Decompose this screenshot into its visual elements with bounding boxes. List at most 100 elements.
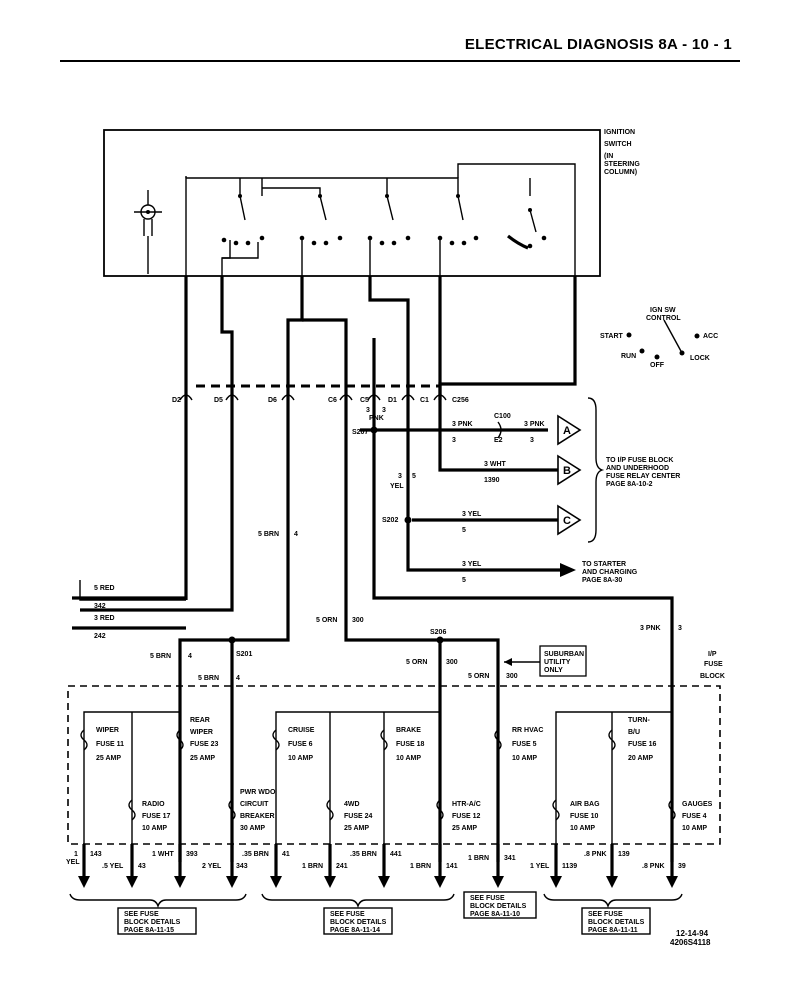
ign-control-run: RUN: [621, 353, 636, 360]
s207-label: S207: [352, 429, 368, 436]
e2-label: E2: [494, 437, 503, 444]
out-2n: 43: [138, 863, 146, 870]
out-7: .35 BRN: [350, 851, 377, 858]
out-7n: 441: [390, 851, 402, 858]
wire-c-top: 3 YEL: [462, 511, 482, 518]
connector-c1: C1: [420, 397, 429, 404]
wire-st-num: 5: [462, 577, 466, 584]
fuse-pwrwdo-2: CIRCUIT: [240, 801, 269, 808]
out-1b: YEL: [66, 859, 80, 866]
see-fuse-2b: BLOCK DETAILS: [330, 919, 387, 926]
fuse-relay-bracket: [587, 397, 605, 543]
fuse-turn-2: B/U: [628, 729, 640, 736]
fuse-rwiper-1: REAR: [190, 717, 210, 724]
wire-orn300n: 300: [352, 617, 364, 624]
ign-control-start: START: [600, 333, 624, 340]
c100-label: C100: [494, 413, 511, 420]
suburban-2: UTILITY: [544, 659, 571, 666]
wire-a-top2: 3 PNK: [524, 421, 545, 428]
offpage-c: S202 3 YEL 5 C 3 YEL 5: [382, 473, 582, 536]
ign-control-title-2: CONTROL: [646, 315, 681, 322]
wire-st-top: 3 YEL: [462, 561, 482, 568]
starter-arrow: 3 YEL 5 TO STARTER AND CHARGING PAGE 8A-…: [462, 561, 638, 584]
wire-pnk3c: PNK: [369, 415, 384, 422]
fuse-turn-1: TURN-: [628, 717, 650, 724]
starter-2: AND CHARGING: [582, 569, 638, 576]
fuse-4wd-1: 4WD: [344, 801, 360, 808]
out-1n: 143: [90, 851, 102, 858]
fuse-brake-1: BRAKE: [396, 727, 421, 734]
page-header: ELECTRICAL DIAGNOSIS 8A - 10 - 1: [60, 34, 740, 62]
wire-yel-3: 3: [398, 473, 402, 480]
ign-sw-control-legend: IGN SW CONTROL START ACC RUN OFF LOCK: [600, 307, 718, 369]
splice-s206: S206 5 ORN 300 5 ORN 300: [406, 629, 518, 862]
ip-fuse-block: [67, 685, 721, 845]
fuse-brake-2: FUSE 18: [396, 741, 425, 748]
connector-c6: C6: [328, 397, 337, 404]
connector-d6: D6: [268, 397, 277, 404]
fuse-relay-1: TO I/P FUSE BLOCK: [606, 457, 673, 464]
out-6n: 241: [336, 863, 348, 870]
wire-a-num1: 3: [452, 437, 456, 444]
fuse-htr-2: FUSE 12: [452, 813, 481, 820]
out-11n: 139: [618, 851, 630, 858]
ignition-switch-label-5: COLUMN): [604, 169, 637, 176]
fuse-radio-2: FUSE 17: [142, 813, 171, 820]
out-10n: 1139: [562, 863, 577, 870]
wire-a-num2: 3: [530, 437, 534, 444]
wire-brn-s201b: 5 BRN: [198, 675, 219, 682]
ignition-switch-label-3: (IN: [604, 153, 613, 160]
ign-control-lock: LOCK: [690, 355, 710, 362]
see-fuse-groups: SEE FUSE BLOCK DETAILS PAGE 8A-11-15 SEE…: [69, 891, 683, 935]
wire-brn-s201an: 4: [188, 653, 192, 660]
ignition-switch-label-4: STEERING: [604, 161, 640, 168]
out-2: .5 YEL: [102, 863, 124, 870]
wire-a-top: 3 PNK: [452, 421, 473, 428]
wire-brn5-4: 5 BRN: [258, 531, 279, 538]
fuse-pwrwdo-4: 30 AMP: [240, 825, 265, 832]
ignition-lock-icon: [134, 190, 162, 274]
offpage-b-letter: B: [563, 465, 571, 477]
switch-output-wires: [184, 276, 577, 600]
out-3n: 393: [186, 851, 198, 858]
out-8: 1 BRN: [410, 863, 431, 870]
fuse-gauges-2: FUSE 4: [682, 813, 707, 820]
fuse-gauges-1: GAUGES: [682, 801, 713, 808]
fuse-relay-3: FUSE RELAY CENTER: [606, 473, 680, 480]
out-3: 1 WHT: [152, 851, 175, 858]
wire-yel-yel: YEL: [390, 483, 404, 490]
wire-pnk3b: 3: [382, 407, 386, 414]
fuse-labels: WIPER FUSE 11 25 AMP REAR WIPER FUSE 23 …: [96, 717, 713, 832]
fuse-rwiper-4: 25 AMP: [190, 755, 215, 762]
s201-label: S201: [236, 651, 252, 658]
fuse-cruise-3: 10 AMP: [288, 755, 313, 762]
starter-1: TO STARTER: [582, 561, 626, 568]
fuse-pwrwdo-3: BREAKER: [240, 813, 275, 820]
output-labels: 1 YEL 143 .5 YEL 43 1 WHT 393 2 YEL 343 …: [66, 851, 686, 870]
ignition-switch-contacts: [185, 163, 576, 276]
see-fuse-4b: BLOCK DETAILS: [588, 919, 645, 926]
connector-d2: D2: [172, 397, 181, 404]
see-fuse-1a: SEE FUSE: [124, 911, 159, 918]
fuse-htr-3: 25 AMP: [452, 825, 477, 832]
wire-red342-num: 342: [94, 603, 106, 610]
out-4n: 343: [236, 863, 248, 870]
fuse-wiper-1: WIPER: [96, 727, 119, 734]
suburban-note: SUBURBAN UTILITY ONLY: [504, 645, 587, 677]
fuse-4wd-2: FUSE 24: [344, 813, 373, 820]
fuse-rwiper-2: WIPER: [190, 729, 213, 736]
fuse-4wd-3: 25 AMP: [344, 825, 369, 832]
connector-c256: C256: [452, 397, 469, 404]
see-fuse-1c: PAGE 8A-11-15: [124, 927, 174, 934]
wire-pnk3r: 3 PNK: [640, 625, 661, 632]
fuse-relay-4: PAGE 8A-10-2: [606, 481, 653, 488]
wire-pnk3a: 3: [366, 407, 370, 414]
s206-label: S206: [430, 629, 446, 636]
wire-red342: 5 RED: [94, 585, 115, 592]
fuse-rwiper-3: FUSE 23: [190, 741, 219, 748]
out-12: .8 PNK: [642, 863, 665, 870]
fuse-rrhvac-2: FUSE 5: [512, 741, 537, 748]
fuse-rrhvac-3: 10 AMP: [512, 755, 537, 762]
wire-red242: 3 RED: [94, 615, 115, 622]
see-fuse-3b: BLOCK DETAILS: [470, 903, 527, 910]
